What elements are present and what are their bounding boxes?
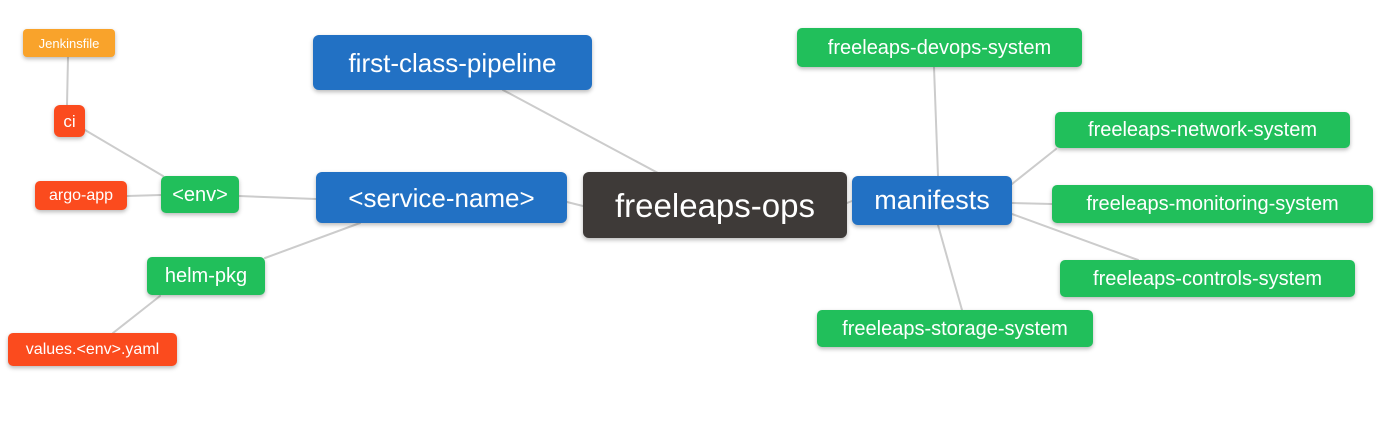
node-manifests[interactable]: manifests [852, 176, 1012, 225]
edge-ci-env [84, 129, 164, 177]
edge-helm-values [112, 295, 161, 334]
node-ci[interactable]: ci [54, 105, 85, 137]
node-freeleaps-controls-system[interactable]: freeleaps-controls-system [1060, 260, 1355, 297]
edge-manifests-monitoring [1011, 202, 1053, 205]
node-first-class-pipeline[interactable]: first-class-pipeline [313, 35, 592, 90]
node-freeleaps-network-system[interactable]: freeleaps-network-system [1055, 112, 1350, 148]
edge-manifests-controls [1011, 213, 1139, 261]
edge-env-service [238, 195, 317, 200]
edge-ops-manifests [846, 200, 853, 204]
node-values-env-yaml[interactable]: values.<env>.yaml [8, 333, 177, 366]
node-freeleaps-devops-system[interactable]: freeleaps-devops-system [797, 28, 1082, 67]
node-jenkinsfile[interactable]: Jenkinsfile [23, 29, 115, 57]
node-env[interactable]: <env> [161, 176, 239, 213]
edge-argo-env [126, 194, 162, 197]
edge-service-ops [566, 201, 584, 207]
node-freeleaps-ops[interactable]: freeleaps-ops [583, 172, 847, 238]
edge-manifests-devops [933, 66, 939, 177]
edge-manifests-storage [937, 224, 963, 311]
node-service-name[interactable]: <service-name> [316, 172, 567, 223]
edge-pipeline-ops [502, 89, 659, 174]
node-freeleaps-storage-system[interactable]: freeleaps-storage-system [817, 310, 1093, 347]
node-freeleaps-monitoring-system[interactable]: freeleaps-monitoring-system [1052, 185, 1373, 223]
node-helm-pkg[interactable]: helm-pkg [147, 257, 265, 295]
edge-manifests-network [1011, 148, 1057, 185]
edge-jenkinsfile-ci [66, 56, 69, 106]
edge-service-helm [264, 222, 361, 259]
node-argo-app[interactable]: argo-app [35, 181, 127, 210]
